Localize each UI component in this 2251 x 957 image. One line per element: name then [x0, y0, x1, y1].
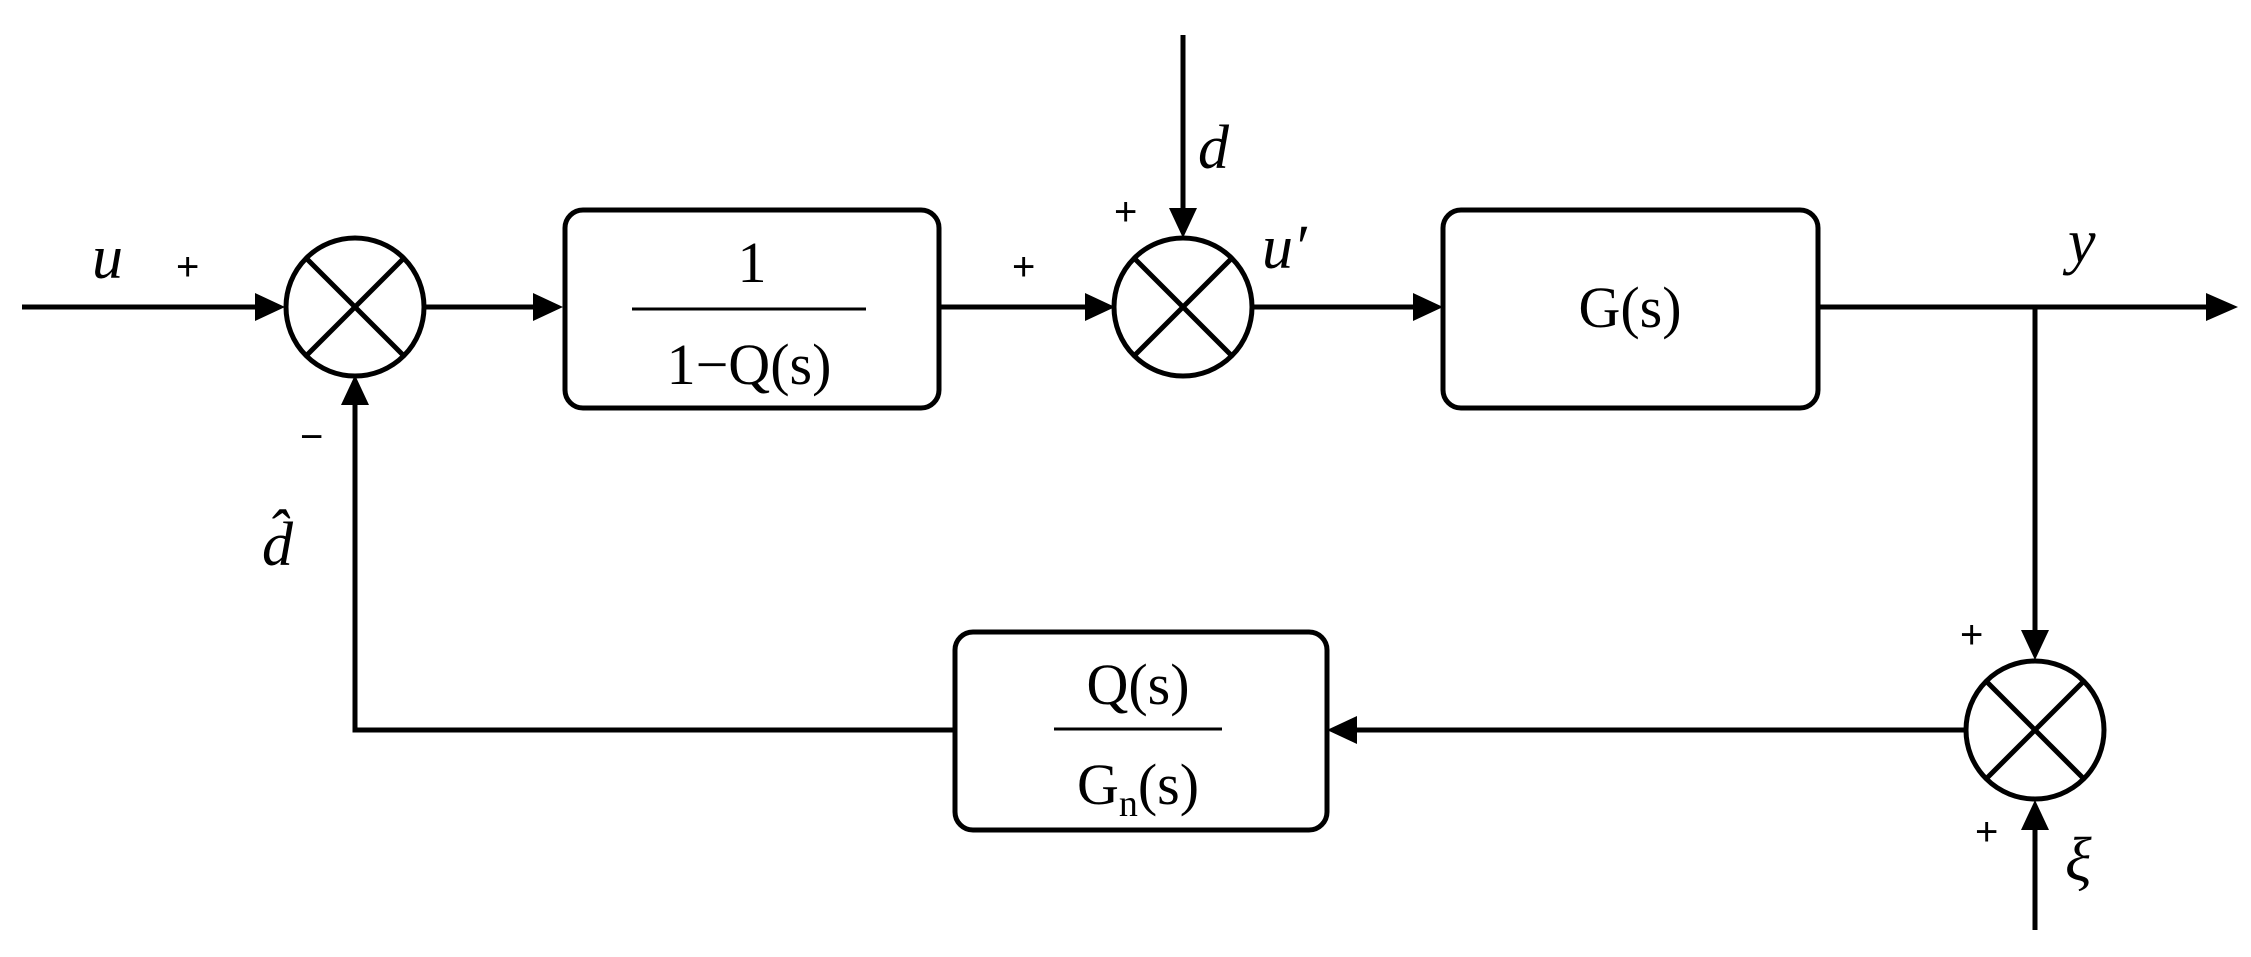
feedback-filter-denominator: Gn(s) — [1077, 752, 1199, 825]
arrowhead-sum3-bottom — [2021, 800, 2049, 830]
signal-label-xi: ξ — [2065, 826, 2092, 894]
arrowhead-sum2-left — [1085, 293, 1115, 321]
sign-sum2-top: + — [1114, 190, 1137, 234]
signal-label-u: u — [92, 224, 123, 292]
arrowhead-filter-in — [533, 293, 563, 321]
sign-sum1-feedback: − — [300, 415, 323, 459]
arrowhead-feedback-in — [1327, 716, 1357, 744]
sign-sum1-input: + — [176, 245, 199, 289]
sign-sum3-bottom: + — [1975, 810, 1998, 854]
signal-label-y: y — [2062, 208, 2096, 276]
summing-junction-2 — [1111, 235, 1255, 379]
sign-sum2-left: + — [1012, 245, 1035, 289]
arrowhead-output — [2206, 293, 2238, 321]
arrowhead-plant-in — [1413, 293, 1443, 321]
sign-sum3-top: + — [1960, 613, 1983, 657]
wire-feedback-return — [352, 398, 955, 733]
arrowhead-sum1-left — [255, 293, 285, 321]
arrowhead-sum3-top — [2021, 630, 2049, 660]
plant-block: G(s) — [1440, 207, 1821, 411]
summing-junction-3 — [1963, 658, 2107, 802]
plant-label: G(s) — [1578, 275, 1681, 340]
forward-filter-numerator: 1 — [738, 230, 767, 295]
arrowhead-sum2-top — [1169, 208, 1197, 238]
signal-label-u-prime: u′ — [1262, 214, 1308, 282]
signal-label-d: d — [1198, 114, 1230, 182]
feedback-filter-numerator: Q(s) — [1086, 652, 1189, 717]
forward-filter-block: 1 1−Q(s) — [562, 207, 942, 411]
feedback-filter-block: Q(s) Gn(s) — [952, 629, 1330, 833]
summing-junction-1 — [283, 235, 427, 379]
signal-label-d-hat: d̂ — [262, 509, 294, 579]
forward-filter-denominator: 1−Q(s) — [667, 332, 832, 397]
arrowhead-sum1-bottom — [341, 375, 369, 405]
